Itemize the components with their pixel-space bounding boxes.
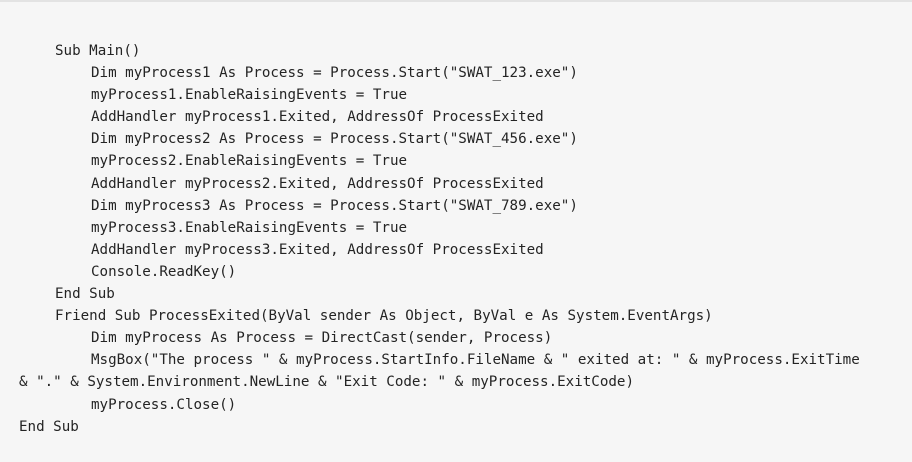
code-line: Dim myProcess2 As Process = Process.Star…	[91, 131, 578, 148]
code-line: MsgBox("The process " & myProcess.StartI…	[91, 352, 860, 369]
code-line: AddHandler myProcess1.Exited, AddressOf …	[91, 109, 544, 126]
code-line: myProcess3.EnableRaisingEvents = True	[91, 219, 408, 236]
code-line: myProcess1.EnableRaisingEvents = True	[91, 87, 408, 104]
code-line: End Sub	[19, 418, 79, 435]
code-line: End Sub	[55, 286, 115, 303]
code-line: Sub Main()	[55, 43, 141, 59]
code-line: Console.ReadKey()	[91, 263, 237, 280]
code-line: Dim myProcess As Process = DirectCast(se…	[91, 330, 553, 347]
code-line: Dim myProcess3 As Process = Process.Star…	[91, 197, 578, 214]
code-line: Dim myProcess1 As Process = Process.Star…	[91, 65, 578, 82]
code-line: myProcess2.EnableRaisingEvents = True	[91, 153, 408, 170]
code-line: Friend Sub ProcessExited(ByVal sender As…	[55, 308, 713, 325]
code-line: myProcess.Close()	[91, 396, 237, 413]
code-line: AddHandler myProcess2.Exited, AddressOf …	[91, 175, 544, 192]
code-line: AddHandler myProcess3.Exited, AddressOf …	[91, 241, 544, 258]
code-line: & "." & System.Environment.NewLine & "Ex…	[19, 374, 634, 391]
